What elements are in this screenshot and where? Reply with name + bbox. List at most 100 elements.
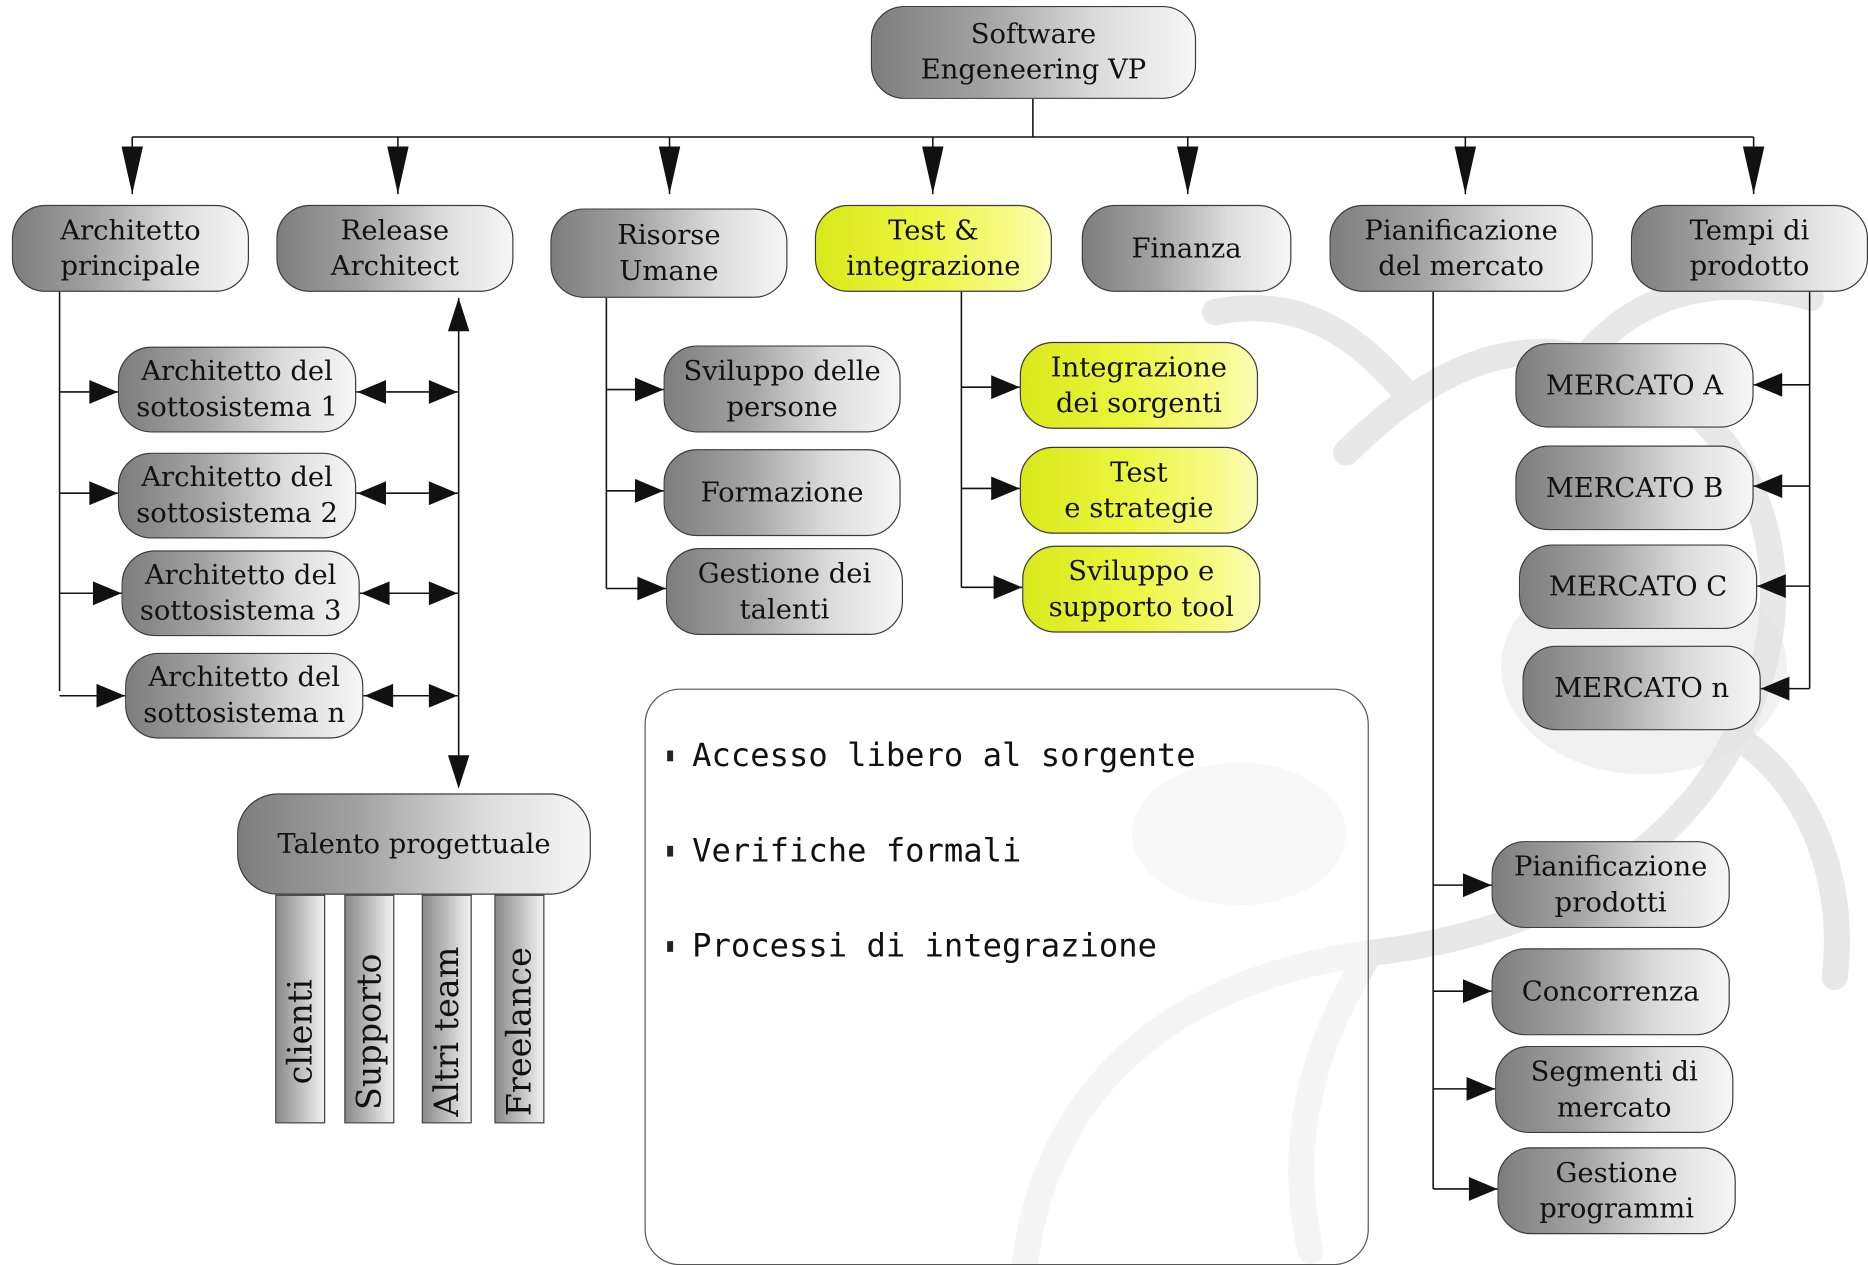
node-label: Architetto del sottosistema 2 (136, 462, 338, 529)
bar-label: Freelance (499, 947, 540, 1117)
test-strategie[interactable]: Test e strategie (1019, 446, 1259, 534)
source-bar-altri-team[interactable]: Altri team (421, 894, 472, 1124)
arrow-right-icon (991, 375, 1020, 400)
arrow-right-icon (89, 380, 118, 404)
notes-box: Accesso libero al sorgente Verifiche for… (644, 688, 1369, 1265)
dept-pianificazione-mercato[interactable]: Pianificazione del mercato (1329, 204, 1593, 292)
integrazione-sorgenti[interactable]: Integrazione dei sorgenti (1019, 341, 1259, 429)
arrow-right-icon (634, 478, 664, 503)
root-label: Software Engeneering VP (920, 19, 1147, 86)
dept-test-integrazione[interactable]: Test & integrazione (814, 204, 1052, 292)
node-label: MERCATO n (1554, 672, 1730, 704)
architetto-sottosistema-3[interactable]: Architetto del sottosistema 3 (121, 550, 360, 637)
node-label: Concorrenza (1521, 976, 1700, 1008)
arrow-left-icon (1753, 474, 1783, 498)
node-label: Integrazione dei sorgenti (1050, 352, 1228, 419)
bar-label: Altri team (427, 946, 467, 1117)
dept-tempi-prodotto[interactable]: Tempi di prodotto (1630, 204, 1868, 292)
arrow-right-icon (428, 481, 458, 506)
talento-progettuale[interactable]: Talento progettuale (237, 793, 591, 895)
arrow-left-icon (364, 683, 394, 708)
bullet-icon (667, 750, 674, 762)
node-label: Sviluppo e supporto tool (1048, 555, 1234, 623)
arrow-right-icon (428, 581, 458, 606)
dept-label: Release Architect (330, 215, 460, 282)
dept-architetto-principale[interactable]: Architetto principale (11, 204, 249, 292)
segmenti-mercato[interactable]: Segmenti di mercato (1495, 1045, 1734, 1133)
arrow-right-icon (92, 581, 122, 606)
note-item: Accesso libero al sorgente (667, 737, 1196, 832)
sviluppo-supporto-tool[interactable]: Sviluppo e supporto tool (1022, 545, 1261, 633)
arrow-right-icon (634, 377, 664, 402)
dept-label: Test & integrazione (846, 215, 1021, 282)
node-label: Test e strategie (1064, 456, 1214, 524)
arrow-down-icon (922, 146, 944, 195)
dept-label: Pianificazione del mercato (1364, 215, 1558, 282)
gestione-programmi[interactable]: Gestione programmi (1497, 1147, 1736, 1235)
bar-label: clienti (280, 979, 320, 1085)
pianificazione-prodotti[interactable]: Pianificazione prodotti (1491, 841, 1730, 929)
arrow-right-icon (637, 576, 666, 601)
node-label: Gestione programmi (1539, 1157, 1695, 1225)
concorrenza[interactable]: Concorrenza (1491, 948, 1730, 1036)
arrow-right-icon (96, 683, 126, 708)
arrow-right-icon (1468, 1177, 1498, 1201)
note-text: Processi di integrazione (692, 928, 1157, 965)
root-node[interactable]: Software Engeneering VP (870, 5, 1197, 99)
arrow-down-icon (1454, 146, 1477, 195)
node-label: Talento progettuale (277, 828, 551, 860)
architetto-sottosistema-n[interactable]: Architetto del sottosistema n (125, 652, 364, 739)
source-bar-clienti[interactable]: clienti (275, 894, 326, 1124)
note-text: Accesso libero al sorgente (692, 737, 1196, 775)
mercato-c[interactable]: MERCATO C (1518, 544, 1758, 630)
arrow-left-icon (1757, 574, 1786, 599)
arrow-right-icon (1466, 1076, 1496, 1101)
formazione[interactable]: Formazione (663, 449, 901, 537)
arrow-down-icon (121, 146, 143, 195)
source-bar-supporto[interactable]: Supporto (344, 894, 395, 1124)
gestione-talenti[interactable]: Gestione dei talenti (665, 548, 904, 635)
mercato-a[interactable]: MERCATO A (1515, 343, 1754, 428)
notes-list: Accesso libero al sorgente Verifiche for… (667, 737, 1196, 1023)
arrow-right-icon (89, 481, 118, 506)
arrow-down-icon (1742, 146, 1765, 195)
node-label: MERCATO B (1545, 472, 1724, 504)
note-item: Processi di integrazione (667, 928, 1196, 1023)
node-label: Architetto del sottosistema 1 (136, 356, 338, 423)
dept-risorse-umane[interactable]: Risorse Umane (550, 208, 788, 298)
bar-label: Supporto (349, 953, 389, 1110)
bullet-icon (667, 941, 674, 952)
bullet-icon (667, 845, 674, 857)
arrow-right-icon (428, 380, 458, 404)
arrow-down-icon (658, 146, 681, 195)
sviluppo-persone[interactable]: Sviluppo delle persone (663, 345, 901, 433)
architetto-sottosistema-1[interactable]: Architetto del sottosistema 1 (117, 346, 357, 433)
node-label: Segmenti di mercato (1530, 1056, 1698, 1123)
arrow-left-icon (360, 581, 390, 606)
dept-release-architect[interactable]: Release Architect (276, 204, 514, 292)
node-label: Pianificazione prodotti (1513, 851, 1708, 918)
arrow-right-icon (1462, 873, 1492, 898)
source-bar-freelance[interactable]: Freelance (494, 894, 545, 1124)
arrow-left-icon (1760, 676, 1790, 701)
arrow-right-icon (428, 683, 458, 708)
arrow-down-icon (1177, 146, 1199, 195)
mercato-n[interactable]: MERCATO n (1522, 645, 1761, 731)
node-label: Sviluppo delle persone (683, 355, 881, 423)
note-text: Verifiche formali (692, 832, 1022, 870)
node-label: Architetto del sottosistema 3 (139, 559, 342, 627)
mercato-b[interactable]: MERCATO B (1515, 445, 1754, 531)
dept-finanza[interactable]: Finanza (1081, 204, 1292, 292)
arrow-right-icon (993, 575, 1023, 600)
dept-label: Finanza (1131, 232, 1242, 264)
dept-label: Risorse Umane (617, 219, 721, 287)
arrow-up-icon (447, 297, 470, 332)
node-label: MERCATO C (1548, 571, 1728, 603)
node-label: Architetto del sottosistema n (143, 662, 346, 730)
node-label: Gestione dei talenti (697, 558, 872, 625)
architetto-sottosistema-2[interactable]: Architetto del sottosistema 2 (117, 452, 357, 539)
node-label: Formazione (700, 477, 864, 509)
arrow-down-icon (387, 146, 409, 195)
